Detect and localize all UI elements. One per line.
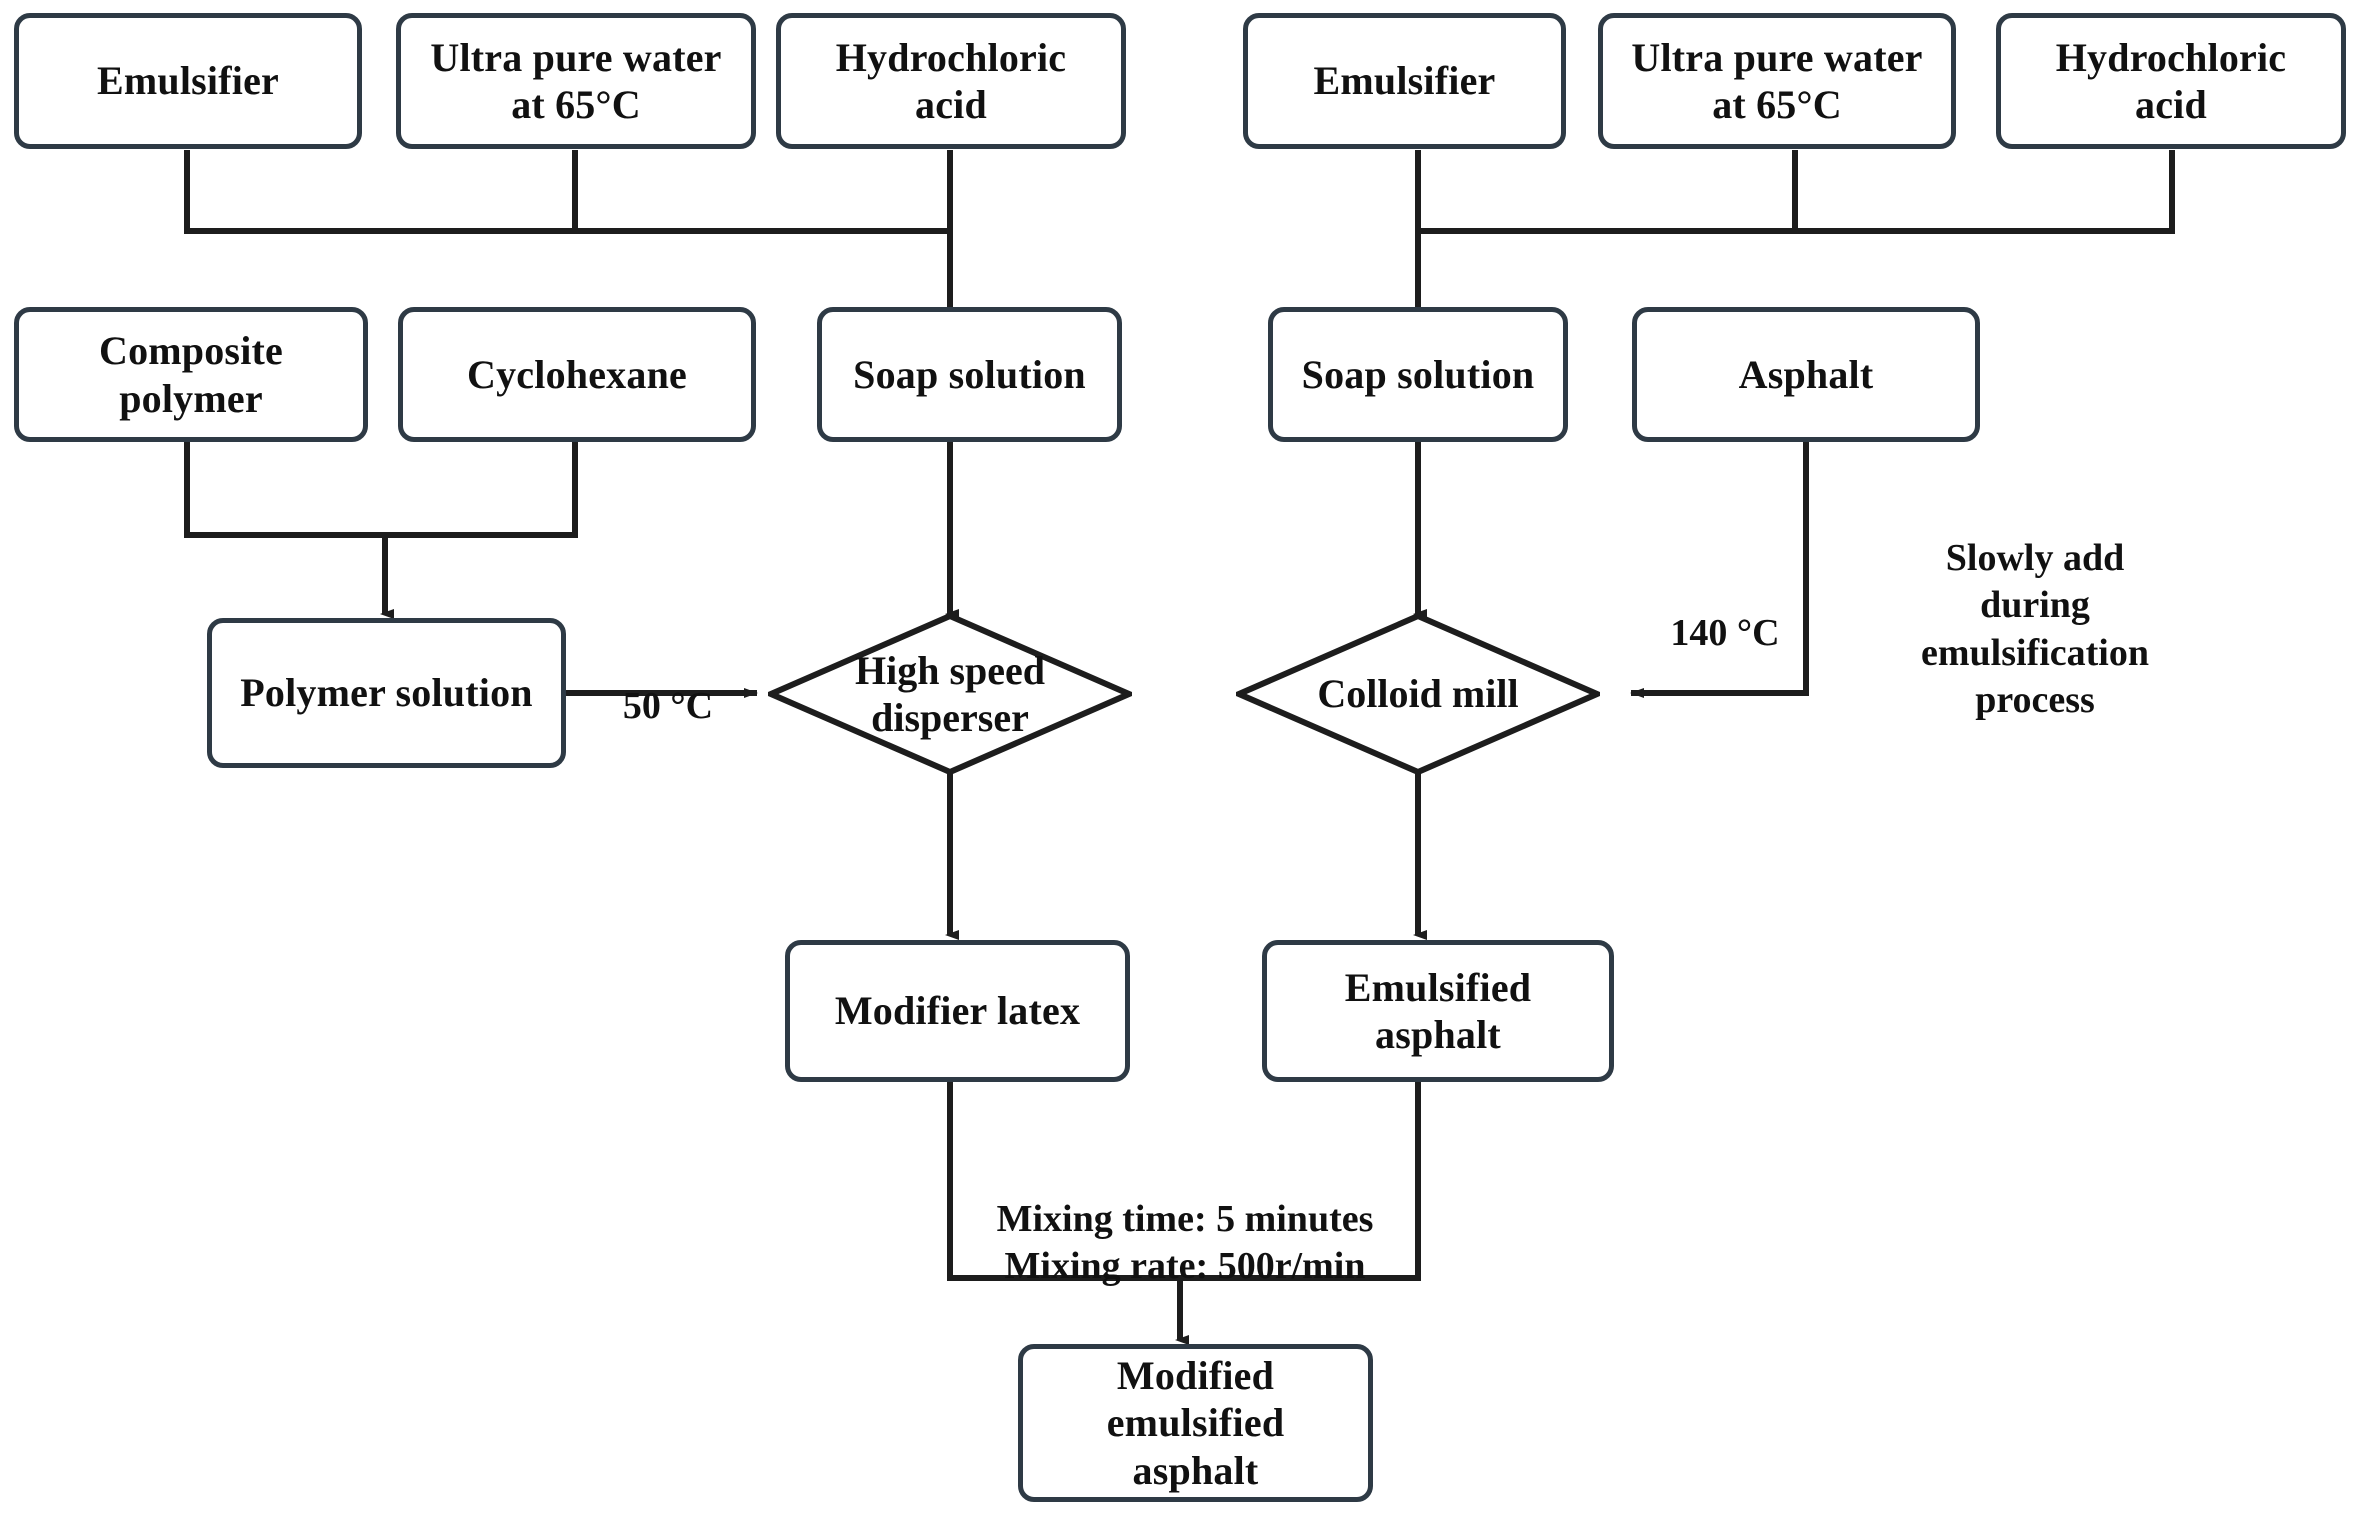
edge-emulsifier-left-to-soap (184, 150, 950, 234)
node-label: Soap solution (1301, 351, 1535, 397)
node-label: Hydrochloric acid (2055, 34, 2287, 127)
node-hydrochloric-acid-right[interactable]: Hydrochloric acid (1996, 13, 2346, 149)
node-colloid-mill[interactable]: Colloid mill (1236, 613, 1600, 775)
node-label: Emulsifier (1313, 58, 1496, 104)
diamond-shape-icon (768, 613, 1132, 775)
node-label: Asphalt (1738, 351, 1874, 397)
edge-modifier-latex-merge (947, 1082, 1180, 1281)
node-label: Modified emulsified asphalt (1106, 1353, 1285, 1493)
node-label: Modifier latex (834, 988, 1081, 1034)
node-asphalt[interactable]: Asphalt (1632, 307, 1980, 442)
edge-label-asphalt-temperature: 140 °C (1645, 562, 1805, 657)
node-soap-solution-left[interactable]: Soap solution (817, 307, 1122, 442)
node-label: Soap solution (853, 351, 1086, 397)
edge-cyclohexane-to-polymer-solution (385, 442, 578, 538)
node-modified-emulsified-asphalt[interactable]: Modified emulsified asphalt (1018, 1344, 1373, 1502)
node-label: Polymer solution (240, 670, 533, 716)
node-emulsified-asphalt[interactable]: Emulsified asphalt (1262, 940, 1614, 1082)
node-ultra-pure-water-right[interactable]: Ultra pure water at 65°C (1598, 13, 1956, 149)
node-emulsifier-left[interactable]: Emulsifier (14, 13, 362, 149)
node-polymer-solution[interactable]: Polymer solution (207, 618, 566, 768)
edge-asphalt-to-colloid-mill (1630, 442, 1809, 698)
edge-label-text: 140 °C (1670, 611, 1780, 654)
node-hydrochloric-acid-left[interactable]: Hydrochloric acid (776, 13, 1126, 149)
diamond-shape-icon (1236, 613, 1600, 775)
node-label: Emulsified asphalt (1344, 964, 1532, 1057)
node-composite-polymer[interactable]: Composite polymer (14, 307, 368, 442)
edge-label-text: 50 °C (622, 684, 714, 727)
node-label: High speed disperser (854, 647, 1046, 740)
edge-label-polymer-to-disperser-temp: 50 °C (598, 635, 738, 730)
node-emulsifier-right[interactable]: Emulsifier (1243, 13, 1566, 149)
node-label: Emulsifier (97, 58, 279, 104)
node-high-speed-disperser[interactable]: High speed disperser (768, 613, 1132, 775)
node-label: Ultra pure water at 65°C (430, 34, 722, 127)
node-cyclohexane[interactable]: Cyclohexane (398, 307, 756, 442)
node-label: Hydrochloric acid (835, 34, 1067, 127)
edge-composite-polymer-to-polymer-solution (184, 442, 385, 538)
node-label: Composite polymer (98, 328, 283, 421)
edge-label-text: Mixing time: 5 minutes Mixing rate: 500r… (996, 1197, 1374, 1288)
edge-label-text: Slowly add during emulsification process (1921, 536, 2149, 722)
node-modifier-latex[interactable]: Modifier latex (785, 940, 1130, 1082)
edge-label-mixing-parameters: Mixing time: 5 minutes Mixing rate: 500r… (980, 1148, 1390, 1291)
edge-label-asphalt-addition-note: Slowly add during emulsification process (1840, 487, 2230, 725)
node-label: Ultra pure water at 65°C (1631, 34, 1923, 127)
node-label: Cyclohexane (467, 351, 687, 397)
node-ultra-pure-water-left[interactable]: Ultra pure water at 65°C (396, 13, 756, 149)
edge-hcl-right-to-soap (1418, 150, 2175, 234)
node-label: Colloid mill (1317, 671, 1519, 717)
edge-emulsified-asphalt-merge (1180, 1082, 1421, 1281)
node-soap-solution-right[interactable]: Soap solution (1268, 307, 1568, 442)
